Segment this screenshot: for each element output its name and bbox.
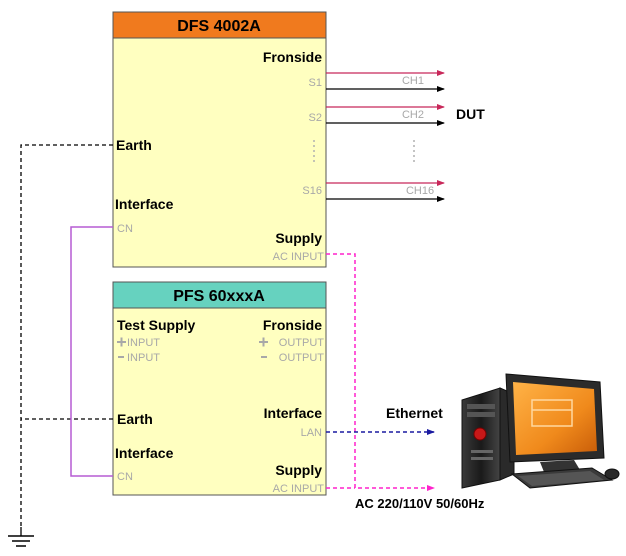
- pfs-earth-label: Earth: [117, 411, 153, 427]
- ch1-label: CH1: [402, 75, 424, 87]
- dfs-s1-label: S1: [309, 77, 322, 89]
- pfs-plus-output-label: OUTPUT: [279, 337, 325, 349]
- pfs-ac-input-label: AC INPUT: [273, 483, 325, 495]
- dfs-box: [112, 11, 327, 268]
- plus-icon: [259, 337, 268, 347]
- dfs-earth-line: [20, 144, 113, 527]
- pfs-interface-left-label: Interface: [115, 445, 174, 461]
- dfs-title: DFS 4002A: [177, 18, 261, 35]
- ac-supply-wiring: AC 220/110V 50/60Hz: [326, 253, 485, 511]
- computer-icon: [461, 373, 620, 489]
- ethernet-label: Ethernet: [386, 405, 443, 421]
- pfs-box: [112, 281, 327, 496]
- dfs-earth-label: Earth: [116, 137, 152, 153]
- pfs-minus-input-label: INPUT: [127, 352, 160, 364]
- pfs-header: [112, 281, 327, 309]
- dfs-s2-label: S2: [309, 112, 322, 124]
- dfs-supply-label: Supply: [275, 230, 322, 246]
- dfs-header: [112, 11, 327, 39]
- dfs-fronside-label: Fronside: [263, 49, 322, 65]
- pfs-plus-input-label: INPUT: [127, 337, 160, 349]
- minus-icon: [118, 356, 124, 358]
- dut-label: DUT: [456, 106, 485, 122]
- pfs-minus-output-label: OUTPUT: [279, 352, 325, 364]
- ethernet-wiring: Ethernet: [326, 405, 443, 435]
- ground-icon: [8, 527, 34, 547]
- ch16-label: CH16: [406, 185, 434, 197]
- pfs-test-supply-label: Test Supply: [117, 317, 196, 333]
- ac-supply-label: AC 220/110V 50/60Hz: [355, 496, 485, 511]
- pfs-fronside-label: Fronside: [263, 317, 322, 333]
- cn-interface-line: [70, 226, 113, 477]
- ch2-label: CH2: [402, 109, 424, 121]
- pfs-supply-label: Supply: [275, 462, 322, 478]
- earth-wiring: [8, 144, 113, 547]
- pfs-interface-right-label: Interface: [264, 405, 323, 421]
- dfs-s16-label: S16: [302, 185, 322, 197]
- plus-icon: [117, 337, 126, 347]
- pfs-device: PFS 60xxxA Test Supply INPUT INPUT Frons…: [112, 281, 327, 496]
- pfs-title: PFS 60xxxA: [173, 288, 265, 305]
- dfs-cn-label: CN: [117, 223, 133, 235]
- dfs-interface-label: Interface: [115, 196, 174, 212]
- minus-icon: [261, 356, 267, 358]
- dfs-ac-input-label: AC INPUT: [273, 251, 325, 263]
- pfs-lan-label: LAN: [301, 427, 322, 439]
- dfs-device: DFS 4002A Fronside S1 S2 S16 Earth Inter…: [112, 11, 327, 268]
- pfs-cn-label: CN: [117, 471, 133, 483]
- dfs-ac-line: [326, 253, 435, 491]
- channel-connections: CH1 CH2 CH16 DUT: [326, 70, 485, 202]
